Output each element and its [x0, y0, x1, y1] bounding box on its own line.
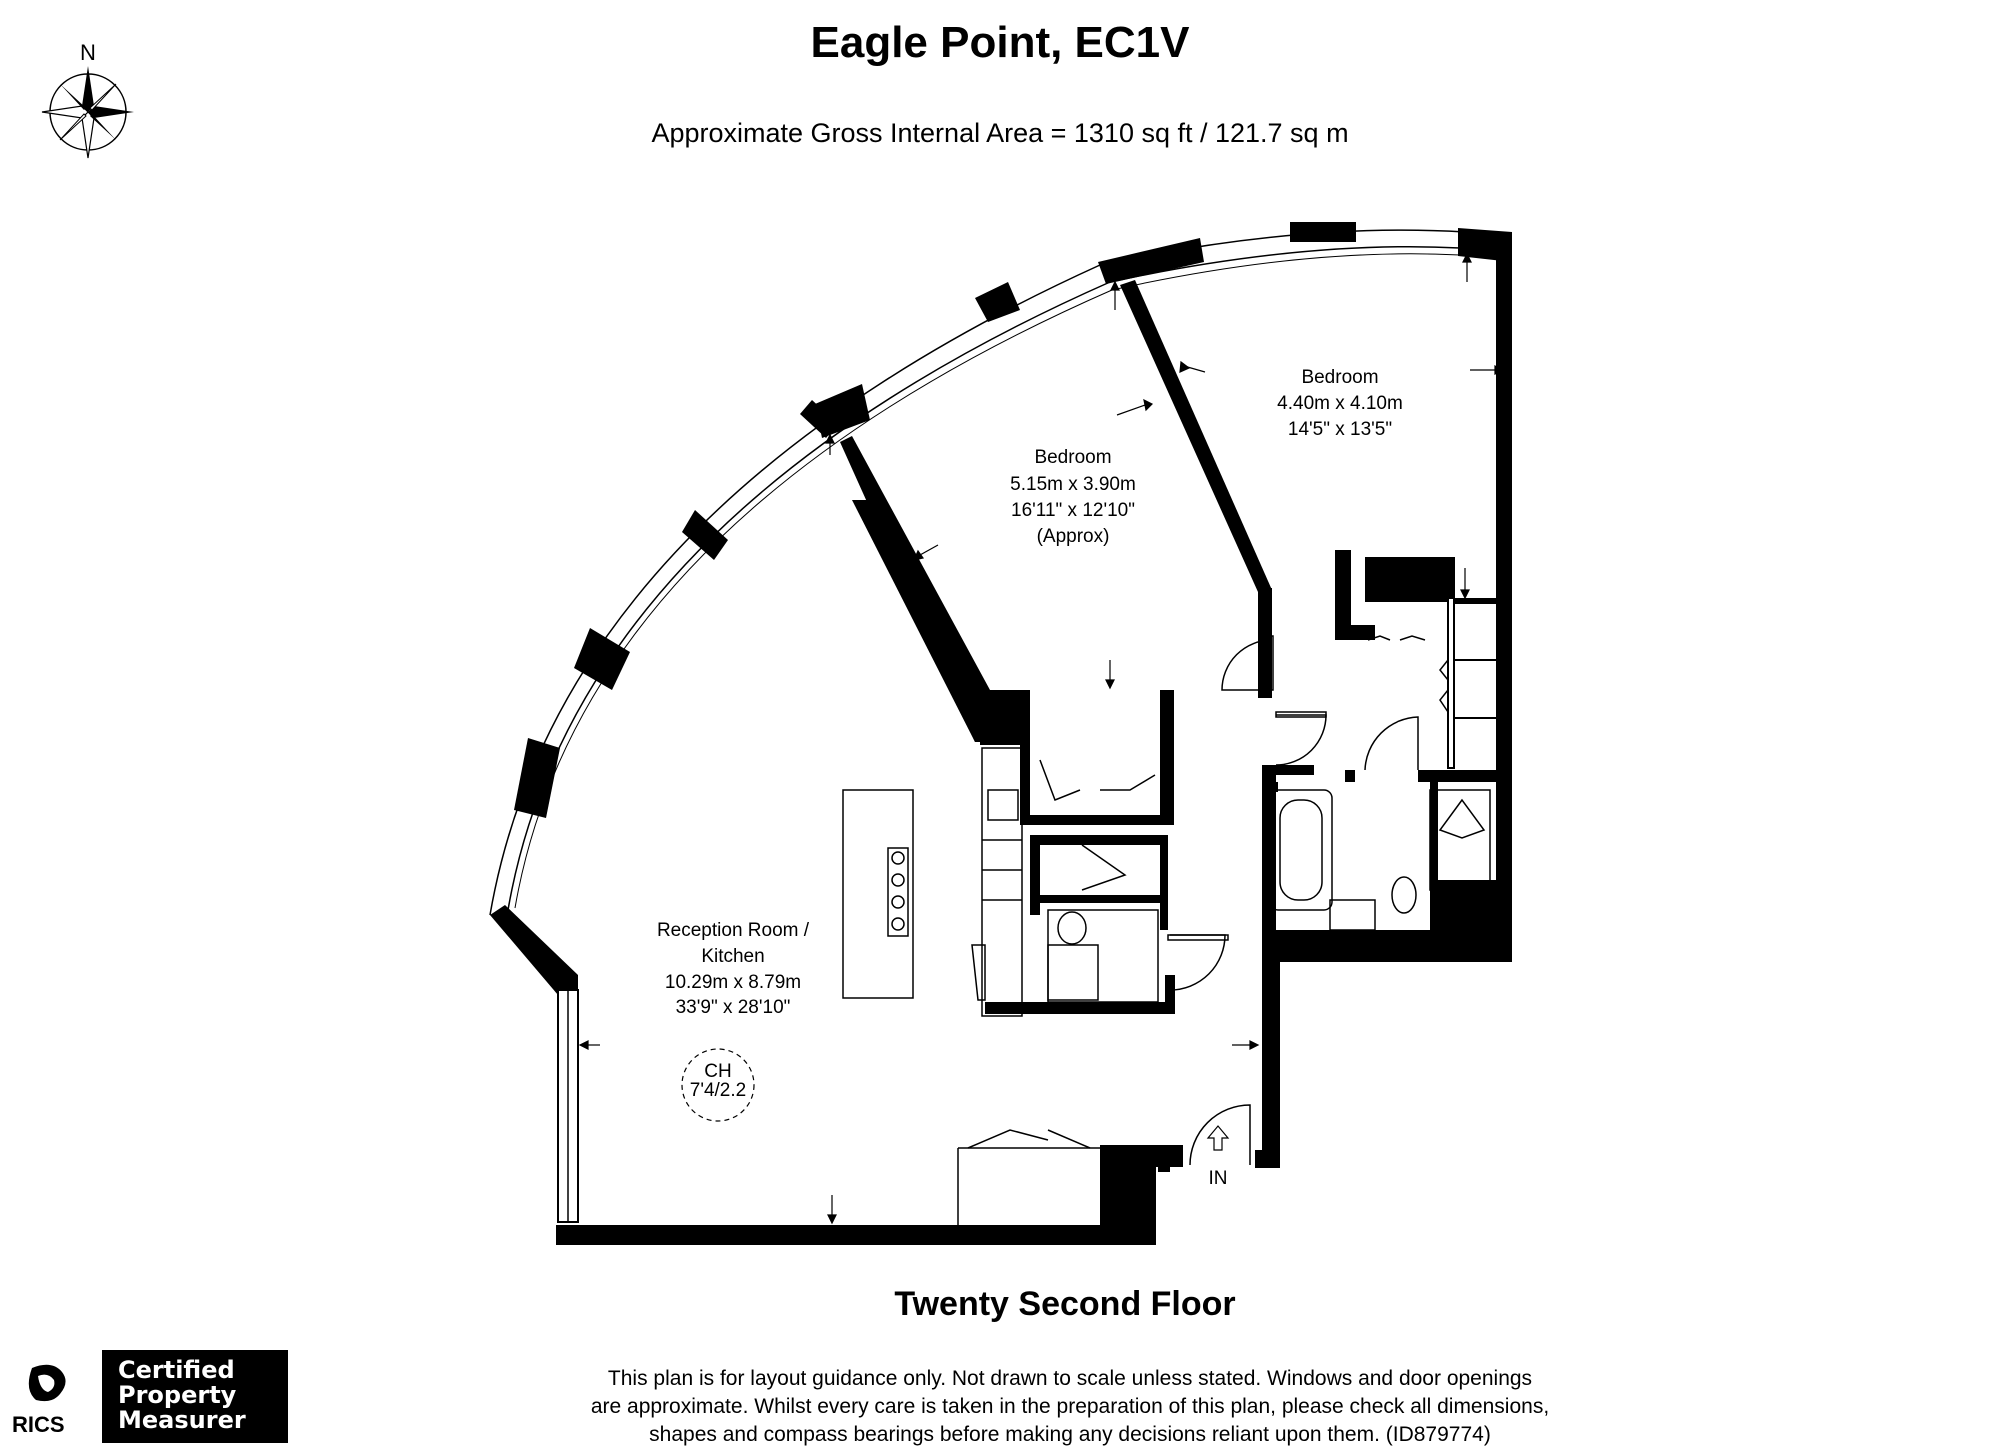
curved-window-wall: [489, 222, 1512, 916]
bathroom-fixtures: [1047, 789, 1491, 1003]
certified-property-measurer-badge: Certified Property Measurer: [102, 1350, 288, 1443]
reception-imperial: 33'9" x 28'10": [676, 997, 791, 1018]
floor-label: Twenty Second Floor: [894, 1285, 1236, 1323]
reception-name-line1: Reception Room /: [657, 920, 810, 941]
bedroom-2-imperial: 16'11" x 12'10": [1011, 500, 1135, 521]
plan-title: Eagle Point, EC1V: [810, 18, 1190, 67]
doors: [957, 635, 1449, 1225]
cert-line: Measurer: [118, 1406, 246, 1434]
bedroom-1-metric: 4.40m x 4.10m: [1277, 393, 1403, 414]
bedroom-2-name: Bedroom: [1034, 447, 1111, 468]
bedroom-2-note: (Approx): [1037, 526, 1110, 547]
kitchen-units: [842, 747, 1023, 1017]
bedroom-1-label: Bedroom 4.40m x 4.10m 14'5" x 13'5": [1277, 367, 1403, 440]
bedroom-2-metric: 5.15m x 3.90m: [1010, 474, 1136, 495]
bedroom-1-imperial: 14'5" x 13'5": [1288, 419, 1392, 440]
cert-line: Certified: [118, 1356, 235, 1384]
reception-metric: 10.29m x 8.79m: [665, 972, 801, 993]
compass-rose-icon: N: [41, 40, 134, 159]
rics-text: RICS: [12, 1412, 65, 1437]
interior-walls: [840, 280, 1496, 1014]
entrance-arrow-icon: [1206, 1125, 1230, 1151]
exterior-walls: [490, 232, 1512, 1245]
bedroom-1-name: Bedroom: [1301, 367, 1378, 388]
ceiling-height-marker: CH 7'4/2.2: [681, 1048, 755, 1122]
cert-line: Property: [118, 1381, 237, 1409]
reception-label: Reception Room / Kitchen 10.29m x 8.79m …: [657, 920, 810, 1018]
gross-area-subtitle: Approximate Gross Internal Area = 1310 s…: [651, 118, 1349, 148]
reception-name-line2: Kitchen: [701, 946, 764, 967]
disclaimer-line: are approximate. Whilst every care is ta…: [590, 1395, 1550, 1418]
compass-north-label: N: [80, 40, 96, 65]
ceiling-height-value: 7'4/2.2: [690, 1080, 746, 1101]
dimension-arrows: [578, 252, 1505, 1225]
ceiling-height-label: CH: [704, 1061, 731, 1082]
bedroom-2-label: Bedroom 5.15m x 3.90m 16'11" x 12'10" (A…: [1010, 447, 1136, 547]
kitchen-island: [842, 789, 914, 999]
disclaimer-line: shapes and compass bearings before makin…: [649, 1423, 1491, 1446]
disclaimer-line: This plan is for layout guidance only. N…: [607, 1367, 1533, 1390]
disclaimer: This plan is for layout guidance only. N…: [430, 1365, 1710, 1449]
entrance-label: IN: [1209, 1168, 1228, 1189]
rics-logo-icon: RICS: [12, 1364, 66, 1437]
